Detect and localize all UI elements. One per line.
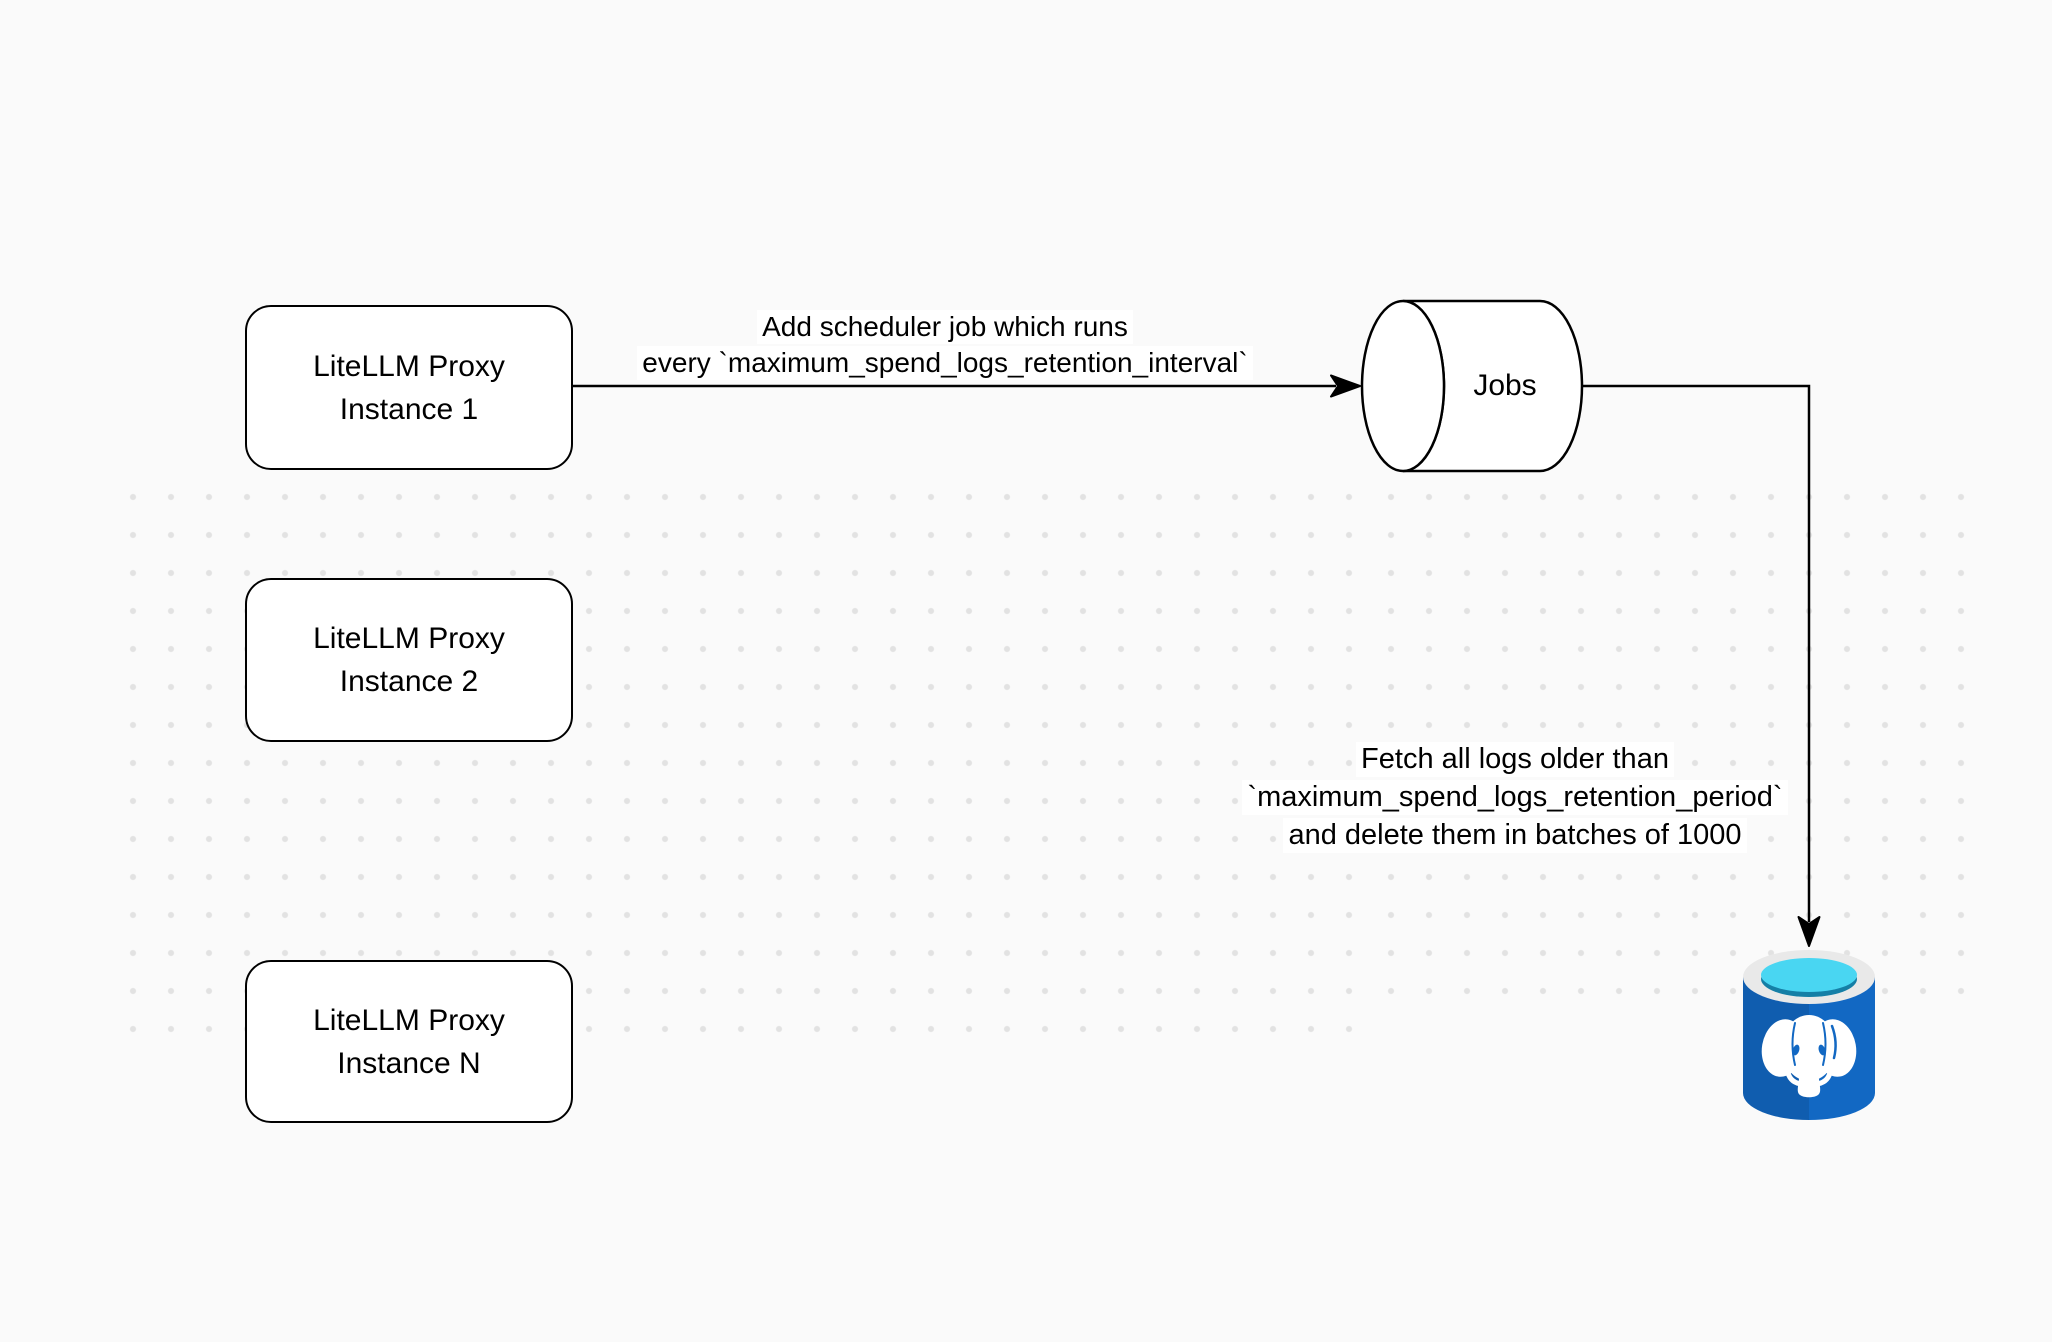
node-label: Instance 2: [339, 665, 479, 698]
node-label: Instance 1: [339, 392, 479, 426]
postgresql-database-icon: [1743, 950, 1875, 1120]
edge-label-line: every `maximum_spend_logs_retention_inte…: [637, 346, 1253, 380]
db-water-light: [1761, 958, 1857, 992]
node-label: LiteLLM Proxy: [313, 622, 505, 655]
postgresql-elephant-icon: [1761, 1015, 1857, 1098]
edge-label-line: Add scheduler job which runs: [757, 310, 1133, 344]
node-label: Instance N: [337, 1046, 481, 1080]
edge-label-scheduler: Add scheduler job which runs every `maxi…: [595, 310, 1295, 380]
node-litellm-proxy-instance-n: LiteLLM Proxy Instance N: [245, 960, 573, 1123]
edge-label-line: `maximum_spend_logs_retention_period`: [1242, 780, 1788, 815]
arrowhead-icon: [1330, 374, 1361, 398]
jobs-queue-cylinder-icon: [1360, 299, 1584, 473]
edge-jobs-to-database: [1582, 384, 1811, 922]
node-label: LiteLLM Proxy: [313, 1003, 505, 1037]
jobs-node-label: Jobs: [1473, 369, 1537, 402]
edge-label-line: and delete them in batches of 1000: [1283, 818, 1747, 853]
edge-label-fetch-delete: Fetch all logs older than `maximum_spend…: [1165, 742, 1865, 853]
dot-grid-background: [114, 478, 1372, 1048]
node-label: LiteLLM Proxy: [313, 349, 505, 383]
edge-label-line: Fetch all logs older than: [1356, 742, 1674, 777]
node-litellm-proxy-instance-1: LiteLLM Proxy Instance 1: [245, 305, 573, 470]
arrowhead-icon: [1797, 916, 1821, 947]
node-litellm-proxy-instance-2: LiteLLM Proxy Instance 2: [245, 578, 573, 742]
